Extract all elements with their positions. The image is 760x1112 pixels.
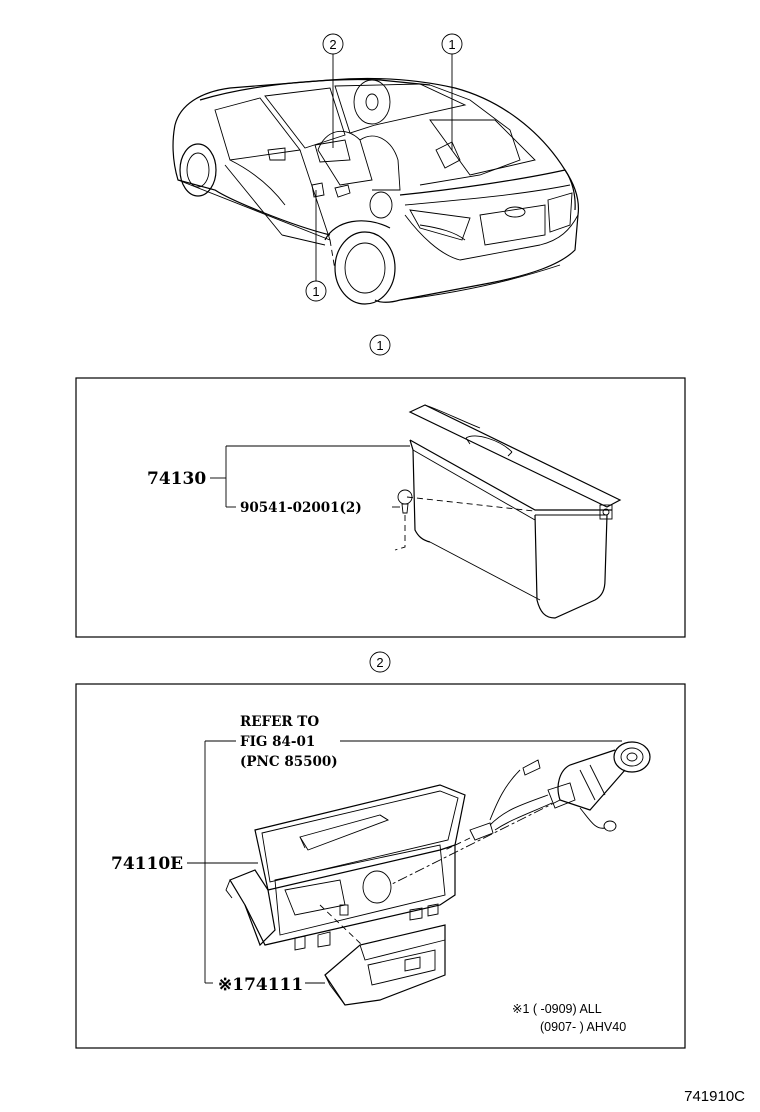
svg-text:(PNC 85500): (PNC 85500) [240,754,338,770]
panel-2-leaders [187,740,622,984]
part-90541-label: 90541-02001(2) [240,500,362,516]
console-panel [225,784,466,951]
callout-car-bottom-1: 1 [305,190,327,302]
rear-storage-box [394,404,622,619]
svg-text:1: 1 [448,37,455,52]
part-74130-label: 74130 [147,469,206,489]
car-illustration [172,77,580,305]
applicability-note-line-1: ※1 ( -0909) ALL [512,1002,602,1016]
ashtray-insert [319,904,446,1006]
panel-1-leaders [210,445,410,508]
svg-text:1: 1 [312,284,319,299]
refer-to-note: REFER TO FIG 84-01 (PNC 85500) [240,714,338,770]
section-marker-2: 2 [369,651,391,673]
svg-text:2: 2 [329,37,336,52]
panel-2-frame [75,683,686,1049]
section-marker-1: 1 [369,334,391,356]
part-74110E-label: 74110E [111,854,183,874]
callout-car-top-2: 2 [322,33,344,148]
part-74111-label: ※174111 [218,975,303,995]
svg-text:FIG 84-01: FIG 84-01 [240,734,315,750]
cigarette-lighter-socket [389,741,651,886]
diagram-code: 741910C [684,1088,745,1105]
applicability-note-line-2: (0907- ) AHV40 [540,1020,626,1034]
svg-text:REFER TO: REFER TO [240,714,319,730]
callout-car-top-1: 1 [441,33,463,150]
svg-text:1: 1 [376,338,383,353]
panel-1-frame [75,377,686,638]
svg-text:2: 2 [376,655,383,670]
